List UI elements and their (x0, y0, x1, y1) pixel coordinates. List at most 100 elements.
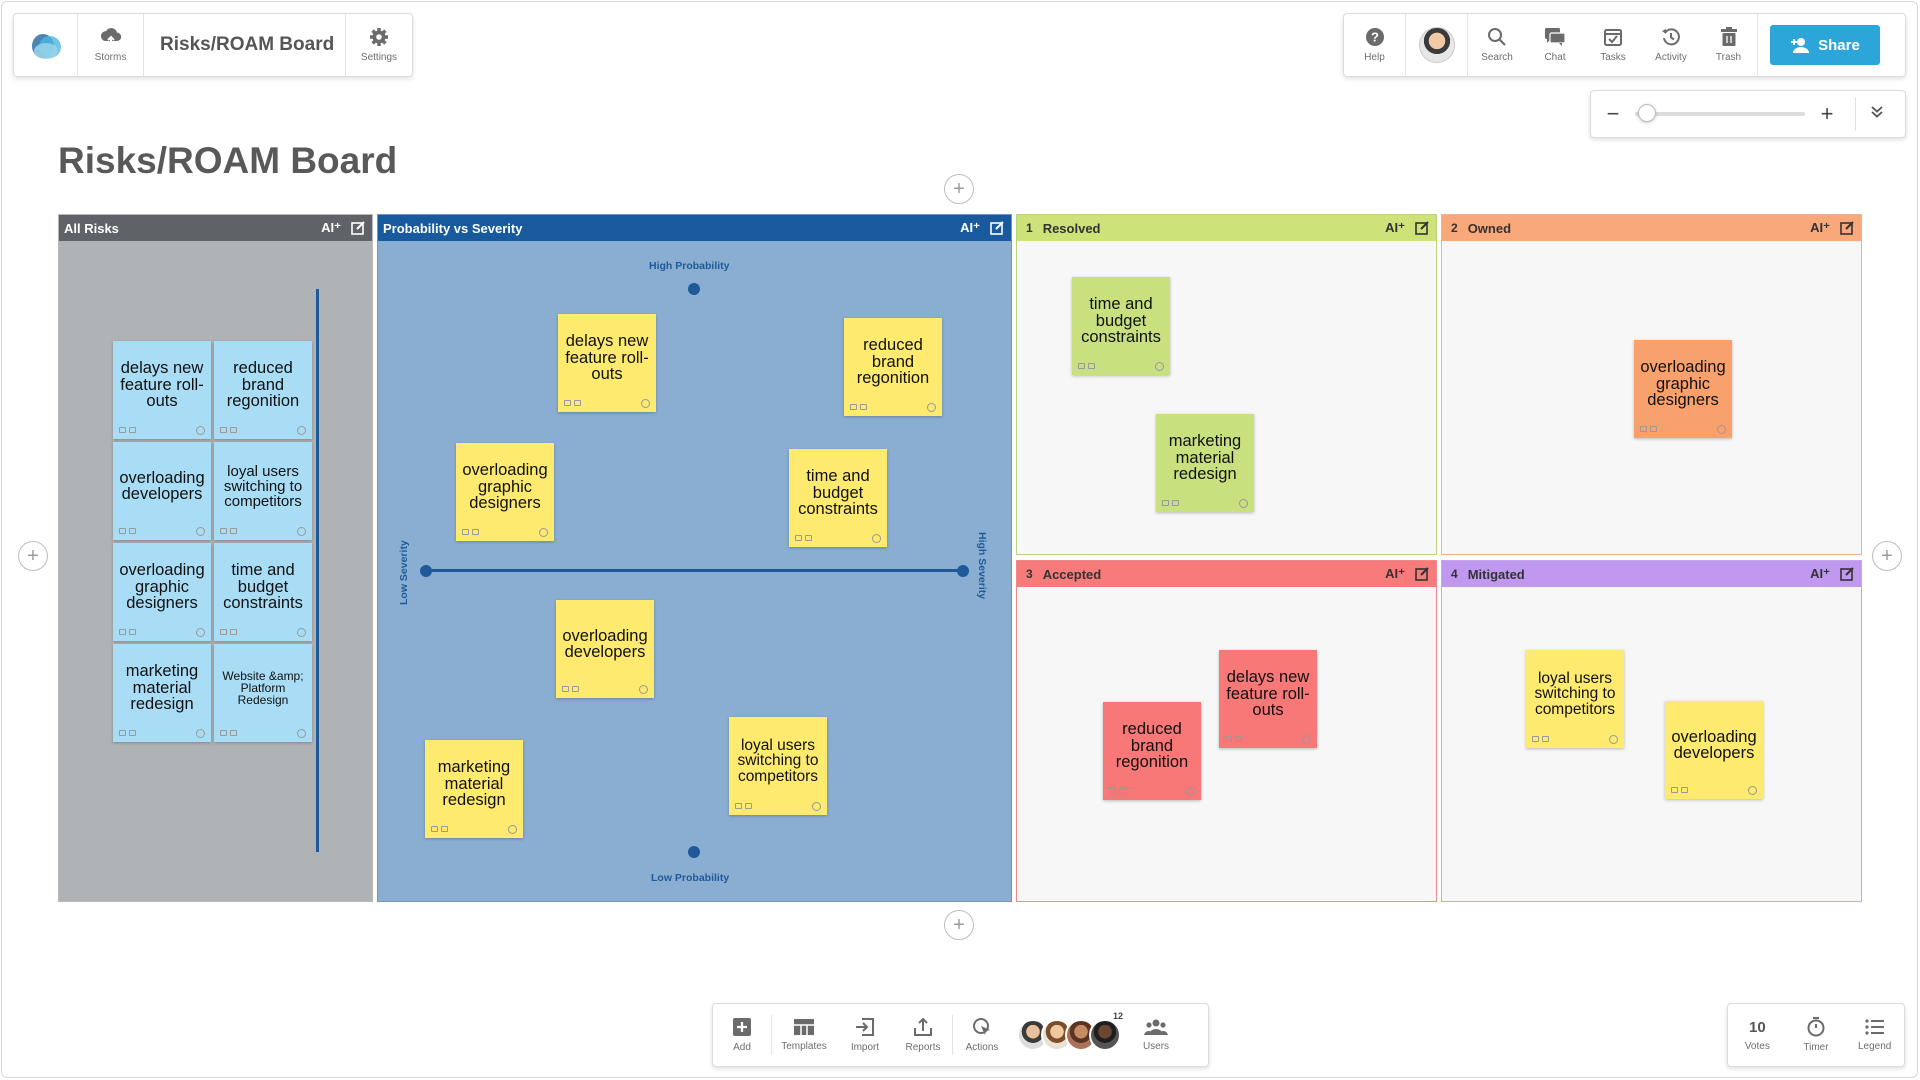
trash-button[interactable]: Trash (1700, 14, 1758, 76)
attachment-icon[interactable] (472, 529, 479, 535)
comment-icon[interactable] (1225, 736, 1232, 742)
check-circle-icon[interactable] (1155, 361, 1164, 371)
check-circle-icon[interactable] (196, 526, 205, 536)
attachment-icon[interactable] (1119, 788, 1126, 794)
sticky-note[interactable]: time and budget constraints (1072, 277, 1170, 375)
add-lane-right-button[interactable]: + (1872, 541, 1902, 571)
lane-mitigated[interactable]: 4 Mitigated AI⁺ (1441, 560, 1862, 902)
attachment-icon[interactable] (805, 535, 812, 541)
check-circle-icon[interactable] (1186, 786, 1195, 796)
check-circle-icon[interactable] (196, 728, 205, 738)
sticky-note[interactable]: Website &amp; Platform Redesign (214, 644, 312, 742)
current-user-avatar-button[interactable] (1406, 14, 1468, 76)
comment-icon[interactable] (562, 686, 569, 692)
attachment-icon[interactable] (129, 528, 136, 534)
comment-icon[interactable] (1109, 788, 1116, 794)
edit-icon[interactable] (1840, 221, 1854, 235)
sticky-note[interactable]: reduced brand regonition (844, 318, 942, 416)
comment-icon[interactable] (220, 629, 227, 635)
check-circle-icon[interactable] (297, 526, 306, 536)
sticky-note[interactable]: loyal users switching to competitors (1526, 650, 1624, 748)
add-lane-bottom-button[interactable]: + (944, 910, 974, 940)
attachment-icon[interactable] (230, 427, 237, 433)
comment-icon[interactable] (1671, 787, 1678, 793)
attachment-icon[interactable] (1172, 500, 1179, 506)
zoom-slider[interactable] (1635, 104, 1805, 122)
sticky-note[interactable]: overloading graphic designers (113, 543, 211, 641)
ai-icon[interactable]: AI⁺ (960, 220, 980, 235)
lane-header[interactable]: 1 Resolved AI⁺ (1017, 215, 1436, 241)
page-title[interactable]: Risks/ROAM Board (58, 140, 398, 181)
lane-body[interactable] (1442, 587, 1861, 901)
chat-button[interactable]: Chat (1526, 14, 1584, 76)
attachment-icon[interactable] (230, 629, 237, 635)
check-circle-icon[interactable] (639, 684, 648, 694)
sticky-note[interactable]: overloading developers (1665, 701, 1763, 799)
sticky-note[interactable]: reduced brand regonition (214, 341, 312, 439)
lane-header[interactable]: 2 Owned AI⁺ (1442, 215, 1861, 241)
storms-button[interactable]: Storms (78, 14, 144, 76)
zoom-slider-handle[interactable] (1638, 104, 1657, 122)
attachment-icon[interactable] (1235, 736, 1242, 742)
sticky-note[interactable]: time and budget constraints (789, 449, 887, 547)
check-circle-icon[interactable] (196, 425, 205, 435)
ai-icon[interactable]: AI⁺ (321, 220, 341, 235)
edit-icon[interactable] (1840, 567, 1854, 581)
check-circle-icon[interactable] (641, 398, 650, 408)
sticky-note[interactable]: marketing material redesign (113, 644, 211, 742)
add-button[interactable]: Add (713, 1004, 771, 1066)
sticky-note[interactable]: time and budget constraints (214, 543, 312, 641)
sticky-note[interactable]: loyal users switching to competitors (729, 717, 827, 815)
attachment-icon[interactable] (129, 427, 136, 433)
attachment-icon[interactable] (860, 404, 867, 410)
comment-icon[interactable] (119, 629, 126, 635)
check-circle-icon[interactable] (1302, 734, 1311, 744)
activity-button[interactable]: Activity (1642, 14, 1700, 76)
sticky-note[interactable]: overloading graphic designers (1634, 340, 1732, 438)
check-circle-icon[interactable] (539, 527, 548, 537)
check-circle-icon[interactable] (812, 801, 821, 811)
comment-icon[interactable] (431, 826, 438, 832)
edit-icon[interactable] (1415, 221, 1429, 235)
comment-icon[interactable] (1532, 736, 1539, 742)
sticky-note[interactable]: marketing material redesign (425, 740, 523, 838)
check-circle-icon[interactable] (1748, 785, 1757, 795)
active-users[interactable]: 12 (1017, 1011, 1123, 1051)
comment-icon[interactable] (119, 427, 126, 433)
edit-icon[interactable] (1415, 567, 1429, 581)
settings-button[interactable]: Settings (346, 14, 412, 76)
comment-icon[interactable] (1078, 363, 1085, 369)
tasks-button[interactable]: Tasks (1584, 14, 1642, 76)
attachment-icon[interactable] (230, 528, 237, 534)
add-lane-left-button[interactable]: + (18, 541, 48, 571)
check-circle-icon[interactable] (1717, 424, 1726, 434)
sticky-note[interactable]: delays new feature roll-outs (113, 341, 211, 439)
lane-header[interactable]: 4 Mitigated AI⁺ (1442, 561, 1861, 587)
attachment-icon[interactable] (1088, 363, 1095, 369)
votes-button[interactable]: 10 Votes (1729, 1004, 1785, 1066)
zoom-out-button[interactable]: − (1606, 101, 1620, 126)
templates-button[interactable]: Templates (772, 1004, 836, 1066)
actions-button[interactable]: Actions (953, 1004, 1011, 1066)
sticky-note[interactable]: delays new feature roll-outs (558, 314, 656, 412)
check-circle-icon[interactable] (508, 824, 517, 834)
comment-icon[interactable] (119, 730, 126, 736)
sticky-note[interactable]: marketing material redesign (1156, 414, 1254, 512)
comment-icon[interactable] (462, 529, 469, 535)
sticky-note[interactable]: loyal users switching to competitors (214, 442, 312, 540)
check-circle-icon[interactable] (297, 627, 306, 637)
sticky-note[interactable]: overloading developers (556, 600, 654, 698)
edit-icon[interactable] (351, 221, 365, 235)
share-button[interactable]: Share (1770, 25, 1880, 65)
attachment-icon[interactable] (1542, 736, 1549, 742)
attachment-icon[interactable] (745, 803, 752, 809)
ai-icon[interactable]: AI⁺ (1810, 566, 1830, 581)
attachment-icon[interactable] (574, 400, 581, 406)
lane-header[interactable]: All Risks AI⁺ (59, 215, 372, 241)
users-button[interactable]: Users (1127, 1004, 1185, 1066)
attachment-icon[interactable] (129, 730, 136, 736)
ai-icon[interactable]: AI⁺ (1385, 566, 1405, 581)
timer-button[interactable]: Timer (1788, 1004, 1844, 1066)
comment-icon[interactable] (1162, 500, 1169, 506)
help-button[interactable]: ? Help (1344, 14, 1406, 76)
